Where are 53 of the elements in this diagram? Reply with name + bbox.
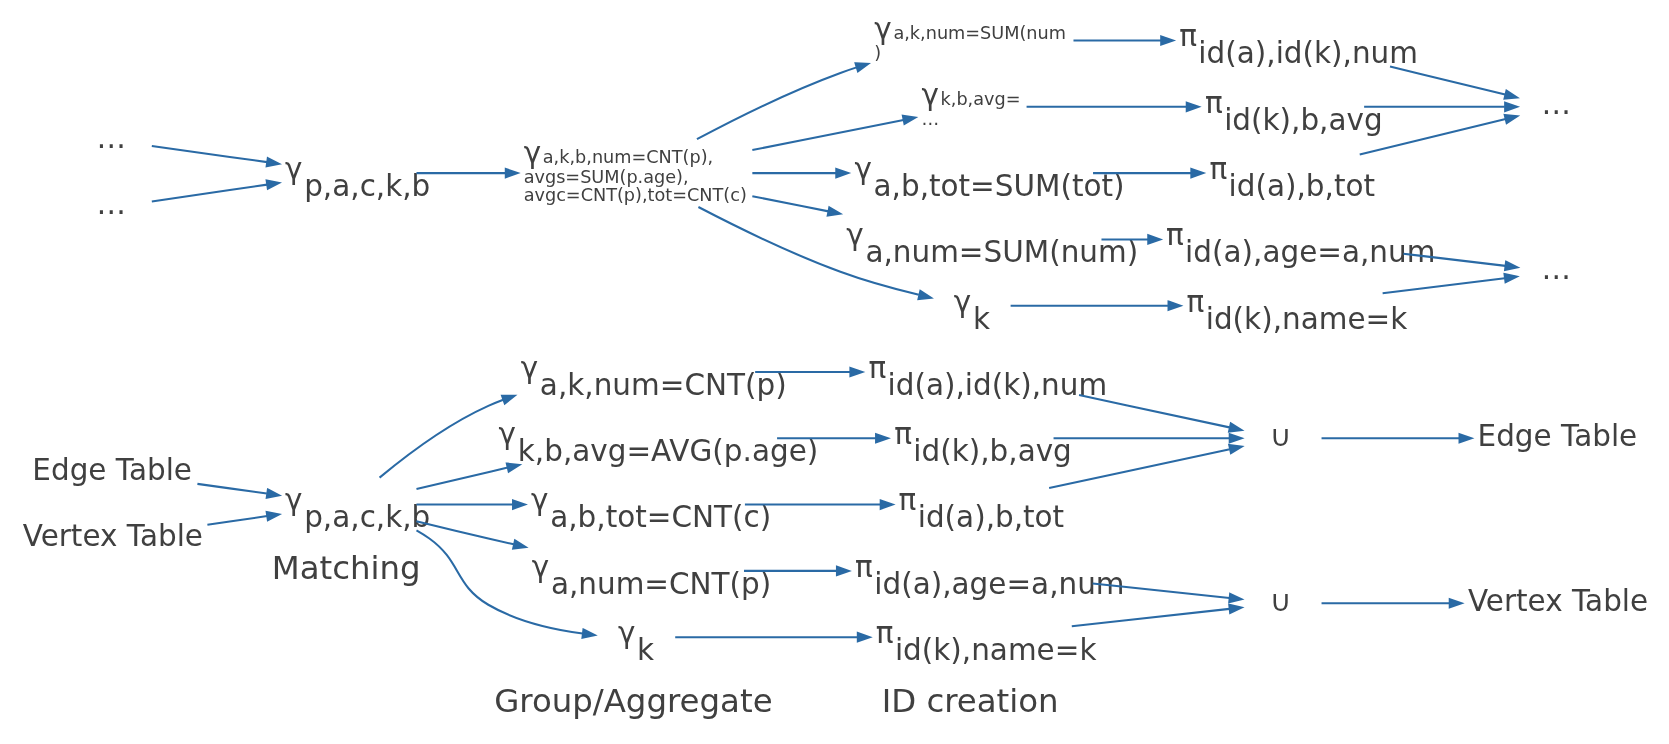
arrow — [1321, 432, 1475, 444]
arrow — [1093, 167, 1207, 179]
arrow — [1071, 603, 1245, 628]
arrow — [416, 499, 528, 511]
arrow — [696, 62, 871, 141]
arrow — [752, 195, 844, 217]
arrow — [752, 167, 852, 179]
node-text: Edge Table — [32, 452, 193, 487]
arrow — [151, 179, 282, 203]
arrow — [752, 114, 919, 152]
arrow — [1389, 65, 1520, 100]
arrow — [415, 529, 598, 640]
arrow — [378, 394, 518, 479]
arrow — [675, 631, 873, 643]
arrow — [416, 462, 523, 490]
arrow — [416, 520, 529, 550]
arrow — [744, 565, 852, 577]
arrow — [1359, 113, 1521, 156]
label: Matching — [271, 549, 421, 588]
node-text: … — [96, 187, 126, 222]
arrow — [151, 145, 282, 168]
arrow — [416, 167, 521, 179]
node-text: γk,b,avg= … — [921, 78, 1021, 130]
arrow — [1101, 233, 1164, 245]
node-text: Edge Table — [1477, 418, 1638, 453]
label: ID creation — [881, 681, 1059, 720]
arrow — [1321, 597, 1465, 609]
node-text: γa,k,num=SUM(num ) — [874, 12, 1066, 64]
node-text: Vertex Table — [22, 518, 203, 553]
node-text: ∪ — [1269, 583, 1292, 618]
arrow — [1053, 432, 1245, 444]
arrow — [1364, 101, 1521, 113]
arrow — [1026, 101, 1202, 113]
node-text: Vertex Table — [1467, 583, 1649, 618]
arrow — [1078, 394, 1245, 433]
node-text: … — [1541, 252, 1572, 287]
arrow — [777, 432, 891, 444]
arrow — [197, 482, 283, 499]
label: Group/Aggregate — [494, 681, 773, 720]
arrow — [1092, 582, 1245, 604]
node-text: … — [1541, 87, 1572, 122]
arrow — [1010, 300, 1184, 312]
arrow — [1048, 443, 1245, 490]
node-text: ∪ — [1269, 418, 1292, 453]
arrow — [1382, 272, 1520, 295]
arrow — [697, 206, 934, 301]
node-text: … — [96, 121, 126, 156]
arrow — [1073, 34, 1177, 47]
arrow — [755, 366, 866, 378]
arrow — [1403, 252, 1521, 272]
arrow — [744, 499, 896, 511]
arrow — [207, 510, 283, 526]
node-text: γa,k,b,num=CNT(p), avgs=SUM(p.age), avgc=CNT(p),tot=CNT(c) — [523, 135, 747, 205]
